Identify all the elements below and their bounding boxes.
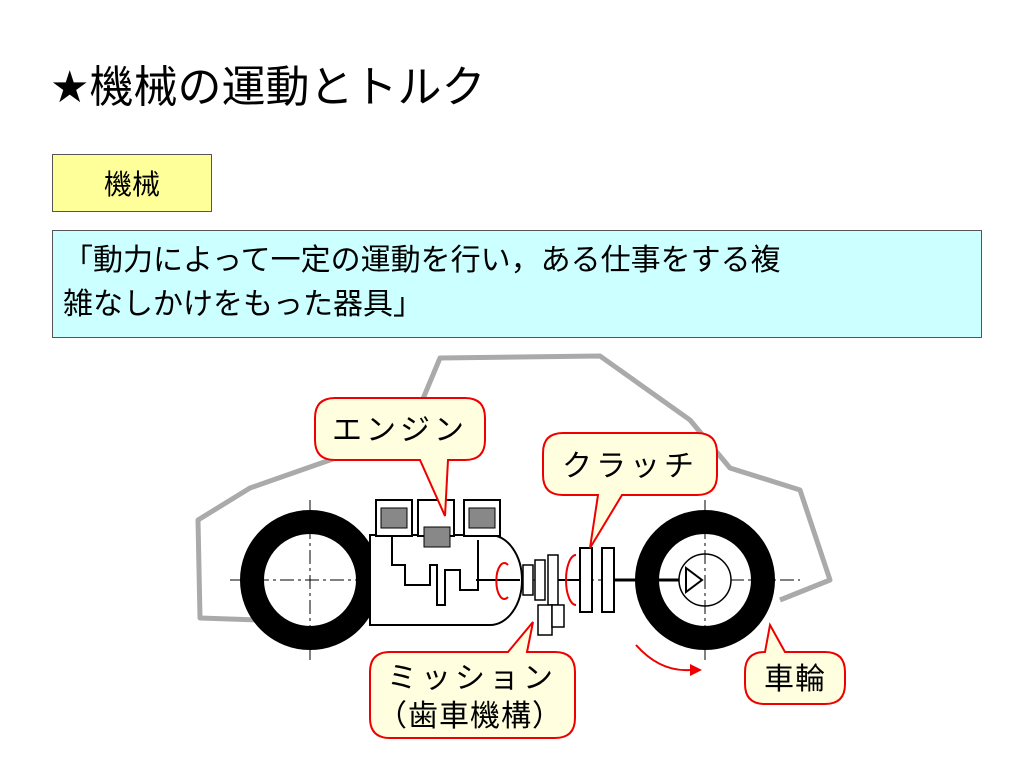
definition-line-2: 雑なしかけをもった器具」 (63, 287, 423, 322)
definition-line-1: 「動力によって一定の運動を行い，ある仕事をする複 (63, 243, 781, 278)
engine-block (369, 499, 523, 626)
callout-wheel-label: 車輪 (764, 662, 826, 697)
callout-wheel: 車輪 (744, 622, 846, 705)
term-label: 機械 (103, 168, 160, 201)
callout-mission-label-line-1: ミッション (387, 661, 557, 696)
front-wheel (635, 500, 775, 660)
car-body-outline (195, 353, 833, 623)
engine-rotation-arrow (495, 562, 509, 600)
transmission-gears (522, 554, 580, 636)
callout-engine-label: エンジン (332, 413, 468, 448)
wheel-rotation-arrow (635, 644, 702, 676)
callout-mission-label-line-2: （歯車機構） (377, 699, 563, 734)
callout-engine: エンジン (314, 397, 486, 517)
callout-clutch: クラッチ (542, 432, 718, 549)
term-box: 機械 (52, 154, 212, 212)
callout-clutch-label: クラッチ (562, 449, 698, 484)
rear-wheel (240, 500, 380, 660)
definition-box: 「動力によって一定の運動を行い，ある仕事をする複 雑なしかけをもった器具」 (52, 230, 982, 338)
slide-title: ★機械の運動とトルク (50, 62, 486, 113)
clutch-plates (565, 547, 690, 613)
callout-mission: ミッション （歯車機構） (369, 621, 576, 739)
crankshaft-line (391, 536, 479, 606)
